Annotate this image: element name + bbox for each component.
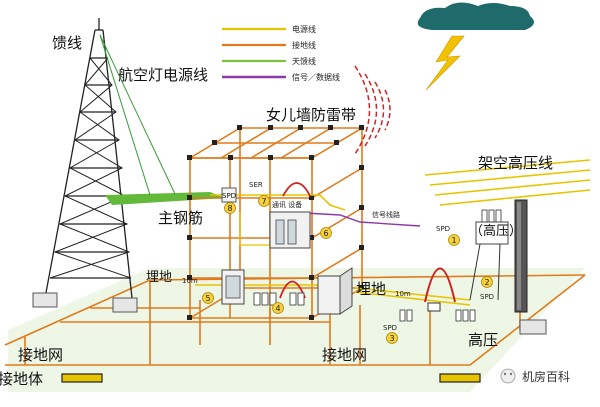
spd-box-8 (221, 187, 237, 203)
label-ground-grid-left: 接地网 (18, 346, 63, 364)
marker-4 (272, 302, 284, 314)
marker-8 (224, 202, 236, 214)
power-lines (195, 159, 591, 306)
label-aviation-light-power: 航空灯电源线 (118, 66, 208, 84)
marker-5 (202, 292, 214, 304)
marker-6 (320, 227, 332, 239)
label-high-voltage-box: （高压） (470, 223, 522, 239)
red-arc-right (424, 267, 456, 303)
antenna-tower (44, 18, 133, 299)
lightning-bolt (425, 35, 465, 91)
aviation-light-power-line (99, 34, 151, 196)
label-parapet-lightning-belt: 女儿墙防雷带 (266, 106, 356, 124)
label-feeder: 馈线 (52, 34, 82, 52)
label-high-voltage: 高压 (468, 331, 498, 349)
label-spd-mid: SPD (436, 225, 450, 233)
marker-label-4: 4 (275, 304, 280, 313)
marker-label-2: 2 (484, 278, 489, 287)
tower-footing-right (112, 297, 138, 313)
high-voltage-transformer (475, 221, 509, 245)
signal-line (304, 212, 421, 227)
radio-waves (354, 65, 391, 155)
label-buried-left: 埋地 (146, 270, 172, 285)
watermark-text: 机房百科 (522, 369, 570, 384)
feeder-cable (105, 192, 225, 205)
label-length-left: 10m (182, 277, 198, 285)
marker-label-5: 5 (205, 294, 210, 303)
label-length-right: 10m (395, 290, 411, 298)
watermark: 机房百科 (500, 368, 570, 384)
marker-2 (481, 276, 493, 288)
storm-cloud (417, 2, 534, 30)
label-spd-bottom: SPD (383, 324, 397, 332)
marker-label-3: 3 (389, 334, 394, 343)
label-overhead-hv-line: 架空高压线 (478, 154, 553, 172)
marker-label-1: 1 (451, 236, 456, 245)
legend-label-1: 电源线 (292, 24, 316, 34)
numbered-markers: 1 2 3 4 5 6 7 8 (202, 195, 493, 344)
pole-footing (519, 319, 547, 335)
marker-label-7: 7 (261, 197, 266, 206)
marker-label-8: 8 (227, 204, 232, 213)
legend-label-3: 天馈线 (292, 56, 316, 66)
ground-grid (4, 274, 586, 366)
ground-plane (8, 268, 585, 392)
marker-3 (386, 332, 398, 344)
label-main-rebar: 主钢筋 (158, 209, 203, 227)
label-signal-line: 信号线路 (372, 210, 400, 219)
spd-breakers (253, 209, 502, 322)
label-communication-equipment: 通讯 设备 (272, 200, 302, 209)
label-spd-right: SPD (480, 293, 494, 301)
label-ground-body: 接地体 (0, 370, 43, 388)
legend-label-2: 接地线 (292, 40, 316, 50)
marker-7 (258, 195, 270, 207)
marker-label-6: 6 (323, 229, 328, 238)
label-ser: SER (249, 181, 263, 189)
marker-1 (448, 234, 460, 246)
red-arc-top (282, 182, 311, 197)
label-ground-grid-center: 接地网 (322, 346, 367, 364)
ground-bodies (61, 373, 481, 383)
tower-footing-left (32, 292, 58, 308)
label-buried-right: 埋地 (356, 280, 386, 298)
label-spd-top: SPD (222, 192, 236, 200)
surge-device (427, 302, 441, 312)
legend-label-4: 信号／数据线 (292, 72, 340, 82)
right-cabinet (317, 275, 341, 315)
